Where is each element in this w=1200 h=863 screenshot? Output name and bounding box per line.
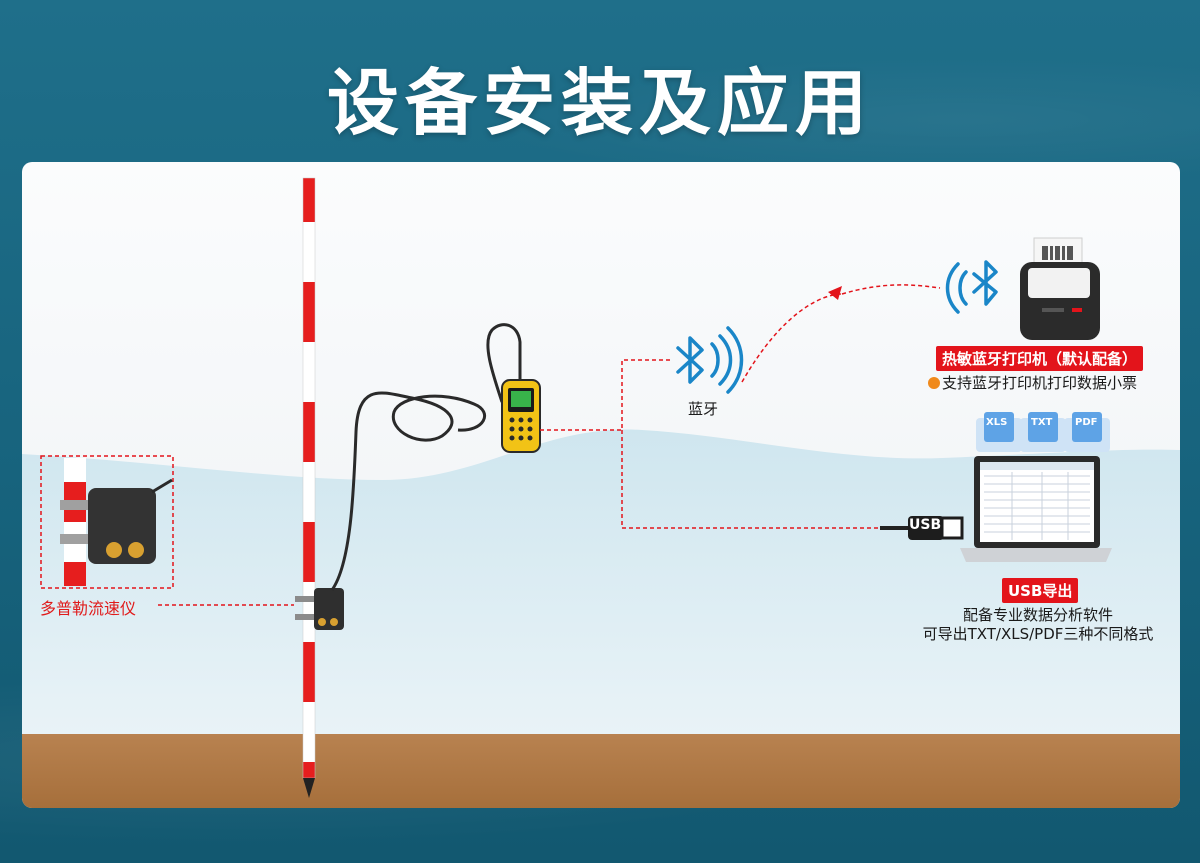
bluetooth-icon — [676, 326, 744, 394]
diagram-panel: 多普勒流速仪 蓝牙 热敏蓝牙打印机（默认配备） 支持蓝牙打印机打印数据小票 US… — [22, 162, 1180, 808]
printer-badge: 热敏蓝牙打印机（默认配备） — [936, 346, 1144, 371]
orange-dot-icon — [928, 377, 940, 389]
connection-lines — [540, 284, 941, 529]
diagram-canvas — [22, 177, 1180, 808]
usb-icon — [880, 516, 964, 540]
usb-badge: USB导出 — [1002, 578, 1079, 603]
software-line2: 可导出TXT/XLS/PDF三种不同格式 — [922, 625, 1154, 643]
arrow-head — [828, 286, 842, 300]
usb-plug-text: USB — [909, 517, 942, 533]
printer-icon — [1020, 237, 1100, 340]
laptop-icon — [960, 456, 1112, 562]
riverbed-soil — [22, 734, 1180, 808]
file-txt-label: TXT — [1031, 417, 1053, 428]
sensor-label: 多普勒流速仪 — [40, 599, 137, 618]
file-icons — [976, 412, 1110, 452]
printer-desc-text: 支持蓝牙打印机打印数据小票 — [942, 374, 1138, 392]
handheld-meter — [501, 379, 541, 453]
handheld-cable — [486, 323, 522, 403]
printer-bluetooth-icon — [945, 260, 998, 314]
sensor-cable — [330, 391, 487, 591]
software-line1: 配备专业数据分析软件 — [962, 606, 1113, 624]
file-xls-label: XLS — [986, 417, 1008, 428]
bluetooth-label: 蓝牙 — [688, 400, 719, 418]
sensor-zoom-inset — [40, 455, 174, 589]
file-pdf-label: PDF — [1075, 417, 1098, 428]
doppler-sensor — [295, 588, 344, 630]
printer-desc: 支持蓝牙打印机打印数据小票 — [928, 372, 1137, 393]
measuring-pole — [302, 177, 316, 798]
page-title: 设备安装及应用 — [326, 61, 873, 145]
